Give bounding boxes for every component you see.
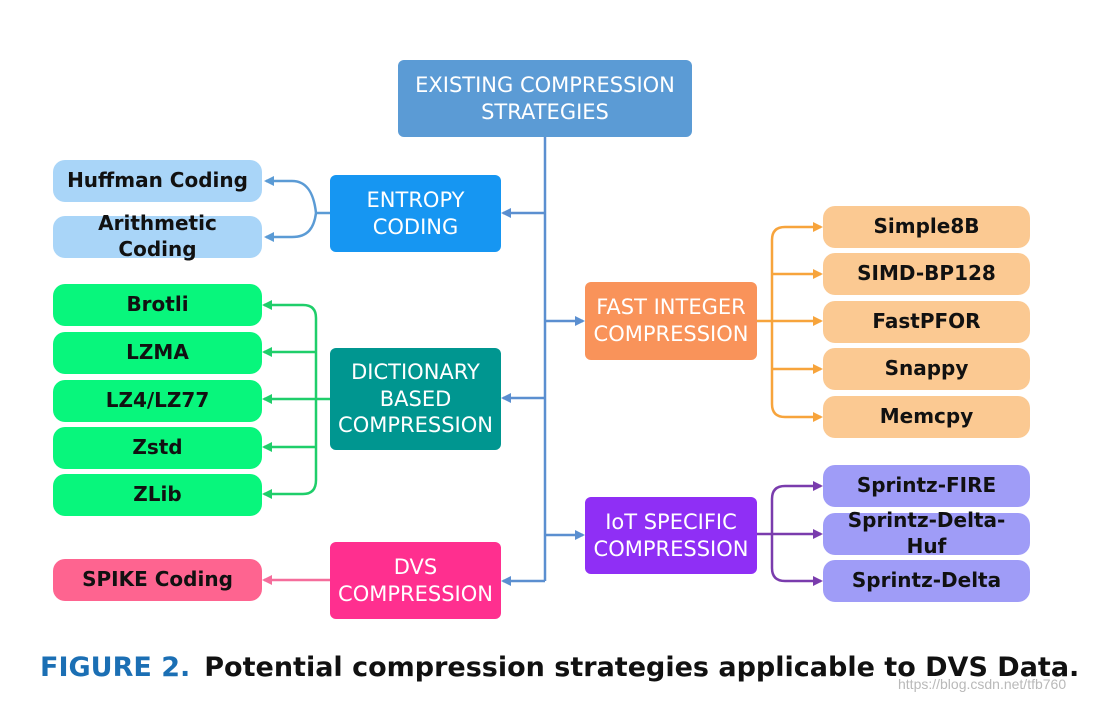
leaf-label: Snappy <box>884 356 969 381</box>
leaf-simple8b: Simple8B <box>823 206 1030 248</box>
leaf-label: Memcpy <box>879 404 974 429</box>
iot-connectors <box>757 481 823 586</box>
hub-entropy-coding: ENTROPY CODING <box>330 175 501 252</box>
leaf-label: FastPFOR <box>872 309 981 334</box>
hub-dvs-label: DVS COMPRESSION <box>338 554 493 606</box>
hub-entropy-label: ENTROPY CODING <box>366 187 465 239</box>
hub-iot-specific-compression: IoT SPECIFIC COMPRESSION <box>585 497 757 574</box>
leaf-label: SPIKE Coding <box>82 567 233 592</box>
leaf-zstd: Zstd <box>53 427 262 469</box>
figure-caption: FIGURE 2. Potential compression strategie… <box>40 652 1079 683</box>
leaf-sprintz-delta: Sprintz-Delta <box>823 560 1030 602</box>
hub-iot-label: IoT SPECIFIC COMPRESSION <box>593 509 749 561</box>
leaf-spike-coding: SPIKE Coding <box>53 559 262 601</box>
leaf-label: SIMD-BP128 <box>857 261 996 286</box>
leaf-label: Sprintz-Delta <box>851 568 1002 593</box>
leaf-sprintz-fire: Sprintz-FIRE <box>823 465 1030 507</box>
leaf-huffman-coding: Huffman Coding <box>53 160 262 202</box>
hub-dictionary-label: DICTIONARY BASED COMPRESSION <box>338 359 493 438</box>
leaf-label: LZ4/LZ77 <box>105 388 210 413</box>
leaf-label: Sprintz-FIRE <box>856 473 997 498</box>
leaf-label: Zstd <box>132 435 183 460</box>
leaf-label: Simple8B <box>873 214 980 239</box>
leaf-lz4-lz77: LZ4/LZ77 <box>53 380 262 422</box>
hub-fast-integer-compression: FAST INTEGER COMPRESSION <box>585 282 757 360</box>
figure-label: FIGURE 2. <box>40 652 191 683</box>
hub-fast-integer-label: FAST INTEGER COMPRESSION <box>593 295 749 346</box>
leaf-label: Huffman Coding <box>67 168 248 193</box>
leaf-fastpfor: FastPFOR <box>823 301 1030 343</box>
hub-dictionary-compression: DICTIONARY BASED COMPRESSION <box>330 348 501 450</box>
watermark: https://blog.csdn.net/tfb760 <box>898 676 1067 692</box>
leaf-label: LZMA <box>126 340 189 365</box>
leaf-arithmetic-coding: Arithmetic Coding <box>53 211 262 261</box>
entropy-connectors <box>264 176 330 242</box>
dictionary-connectors <box>262 300 330 499</box>
figure-caption-text: Potential compression strategies applica… <box>204 652 1080 683</box>
leaf-memcpy: Memcpy <box>823 396 1030 438</box>
leaf-simd-bp128: SIMD-BP128 <box>823 253 1030 295</box>
root-label: EXISTING COMPRESSION STRATEGIES <box>415 72 675 124</box>
main-trunk <box>501 137 585 586</box>
hub-dvs-compression: DVS COMPRESSION <box>330 542 501 619</box>
leaf-snappy: Snappy <box>823 348 1030 390</box>
leaf-label: Arithmetic Coding <box>98 211 217 261</box>
leaf-label: ZLib <box>133 482 182 507</box>
fast-integer-connectors <box>757 222 823 422</box>
leaf-label: Brotli <box>126 292 189 317</box>
leaf-sprintz-delta-huf: Sprintz-Delta-Huf <box>823 508 1030 558</box>
leaf-zlib: ZLib <box>53 474 262 516</box>
leaf-label: Sprintz-Delta-Huf <box>847 508 1006 558</box>
leaf-lzma: LZMA <box>53 332 262 374</box>
leaf-brotli: Brotli <box>53 284 262 326</box>
root-node: EXISTING COMPRESSION STRATEGIES <box>398 60 692 137</box>
